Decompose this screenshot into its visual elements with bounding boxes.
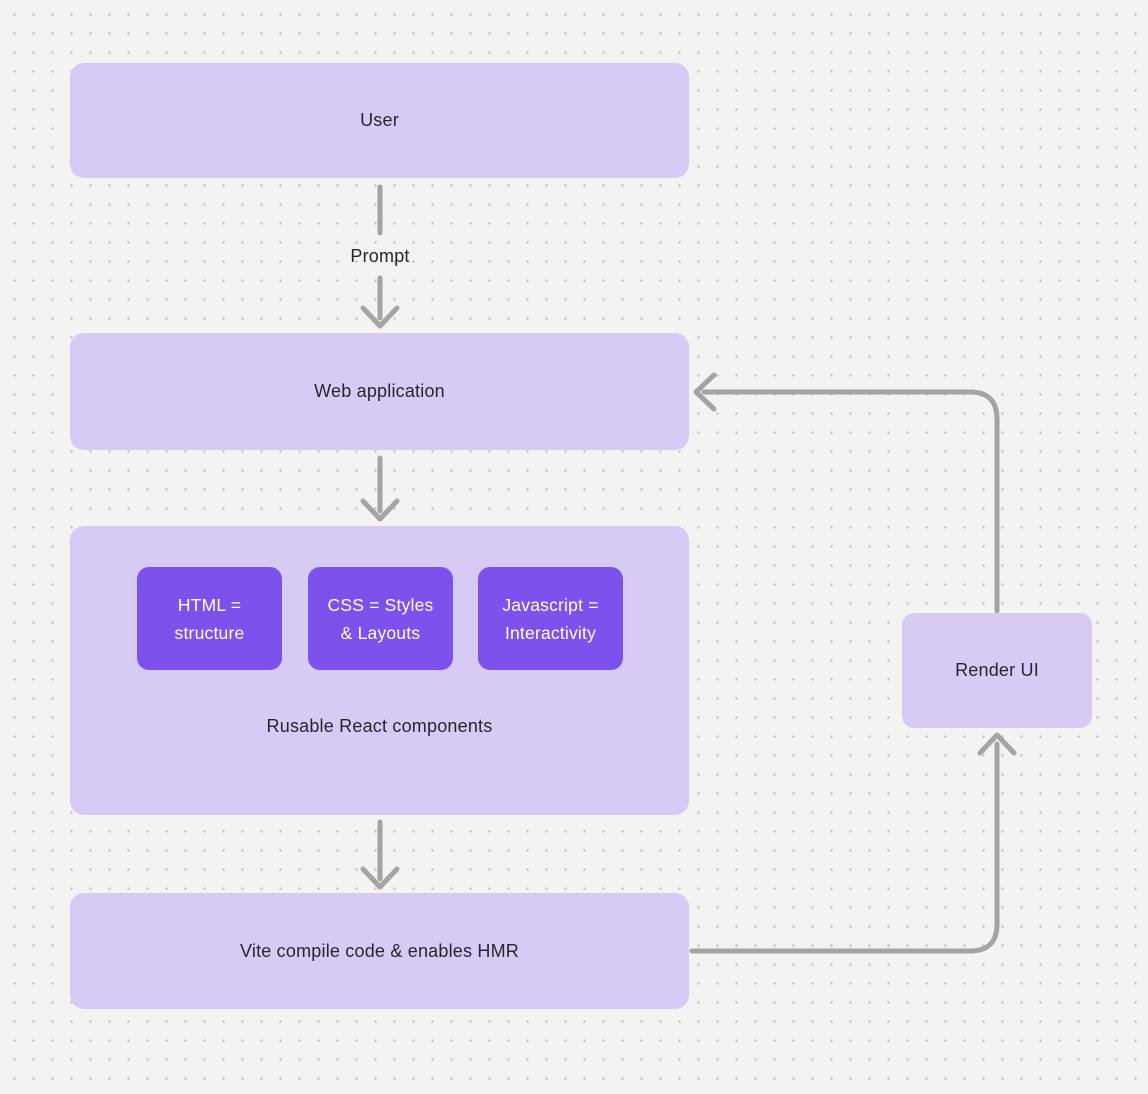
edge-render-to-webapp-line — [701, 389, 1000, 614]
edge-label-prompt: Prompt — [350, 246, 410, 266]
edge-group-to-vite-arrowhead — [360, 866, 400, 890]
node-user[interactable]: User — [70, 63, 689, 178]
edge-vite-to-render-arrowhead — [977, 732, 1017, 756]
node-web-application-label: Web application — [314, 381, 445, 401]
node-render-ui-label: Render UI — [955, 660, 1039, 680]
chip-html-label: HTML =structure — [174, 594, 245, 643]
node-vite[interactable]: Vite compile code & enables HMR — [70, 893, 689, 1009]
node-components-group-caption: Rusable React components — [266, 716, 493, 736]
node-render-ui[interactable]: Render UI — [902, 613, 1092, 728]
edge-render-to-webapp-arrowhead — [693, 372, 717, 412]
edge-user-to-webapp-arrowhead — [360, 305, 400, 329]
edge-webapp-to-group-arrowhead — [360, 498, 400, 522]
chip-javascript[interactable]: Javascript =Interactivity — [478, 567, 623, 670]
chip-javascript-label: Javascript =Interactivity — [502, 594, 599, 643]
node-components-group[interactable]: HTML =structure CSS = Styles& Layouts Ja… — [70, 526, 689, 815]
chip-css[interactable]: CSS = Styles& Layouts — [308, 567, 453, 670]
node-web-application[interactable]: Web application — [70, 333, 689, 450]
chip-html[interactable]: HTML =structure — [137, 567, 282, 670]
node-vite-label: Vite compile code & enables HMR — [239, 940, 519, 961]
node-user-label: User — [360, 110, 399, 130]
edge-vite-to-render-line — [689, 741, 1000, 954]
chip-css-label: CSS = Styles& Layouts — [327, 594, 434, 643]
